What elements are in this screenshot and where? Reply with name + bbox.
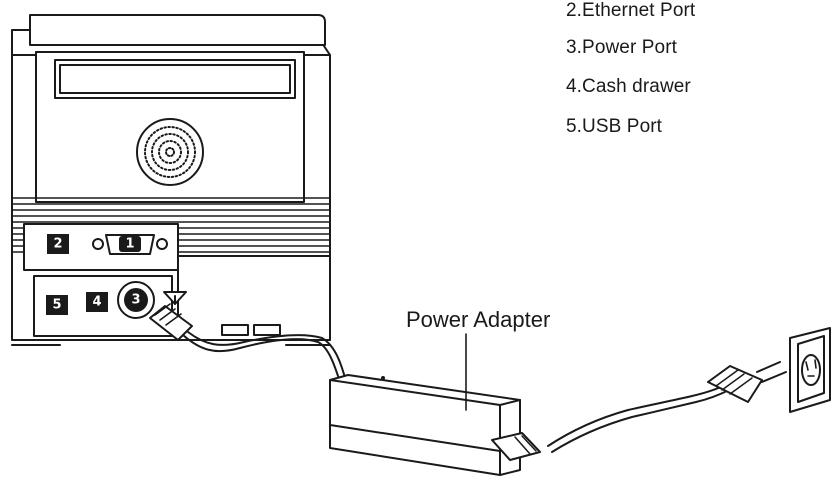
power-port-number: 3 <box>131 293 140 308</box>
printer-illustration <box>11 14 331 346</box>
legend-item-ethernet-port: 2.Ethernet Port <box>566 0 696 21</box>
usb-port-badge <box>46 295 68 315</box>
wall-outlet <box>789 327 831 413</box>
legend-item-cash-drawer: 4.Cash drawer <box>566 76 691 97</box>
wall-plug <box>707 361 787 403</box>
port-badges <box>46 234 148 315</box>
ethernet-port-badge <box>47 234 69 254</box>
serial-port <box>92 234 168 255</box>
cash-drawer-port-badge <box>86 292 108 312</box>
cash-drawer-port-number: 4 <box>92 295 101 310</box>
power-adapter <box>329 374 541 476</box>
legend-item-power-port: 3.Power Port <box>566 37 678 58</box>
power-adapter-label: Power Adapter <box>406 307 551 332</box>
printer-ribbing <box>11 197 331 253</box>
serial-port-badge <box>119 236 141 252</box>
power-cables <box>182 331 730 453</box>
power-plug-printer <box>149 303 193 341</box>
power-port-badge <box>124 288 148 312</box>
legend-item-usb-port: 5.USB Port <box>566 116 663 137</box>
usb-port-number: 5 <box>52 298 61 313</box>
speaker-grille <box>136 118 204 186</box>
ethernet-port-number: 2 <box>53 237 62 252</box>
serial-port-number: 1 <box>125 237 134 252</box>
